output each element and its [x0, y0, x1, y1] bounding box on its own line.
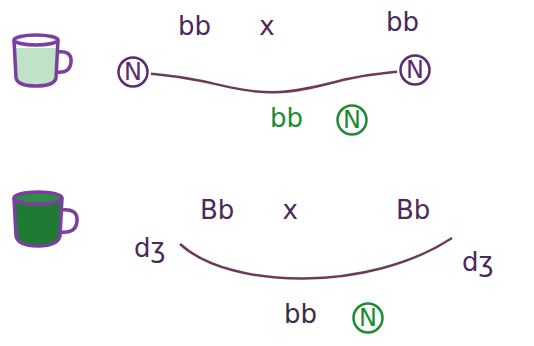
- circled-node: N: [399, 54, 431, 86]
- node-letter: N: [406, 58, 424, 82]
- node-letter: N: [124, 60, 142, 84]
- genotype-label: bb: [284, 300, 317, 329]
- genotype-label: Bb: [396, 196, 430, 225]
- light-tea-mug: [14, 35, 71, 86]
- circled-node: N: [352, 302, 384, 334]
- genotype-label: bb: [270, 104, 303, 133]
- genotype-label: bb x: [178, 12, 275, 41]
- node-letter: N: [359, 306, 377, 330]
- genotype-label: dʒ: [134, 234, 166, 263]
- genotype-label: Bb x: [200, 196, 298, 225]
- genotype-label: bb: [386, 8, 419, 37]
- cross-curve: [151, 72, 397, 93]
- node-letter: N: [343, 108, 361, 132]
- circled-node: N: [336, 104, 368, 136]
- cross-curve: [180, 238, 452, 279]
- genotype-label: dʒ: [462, 248, 494, 277]
- circled-node: N: [117, 56, 149, 88]
- dark-tea-mug: [14, 192, 77, 246]
